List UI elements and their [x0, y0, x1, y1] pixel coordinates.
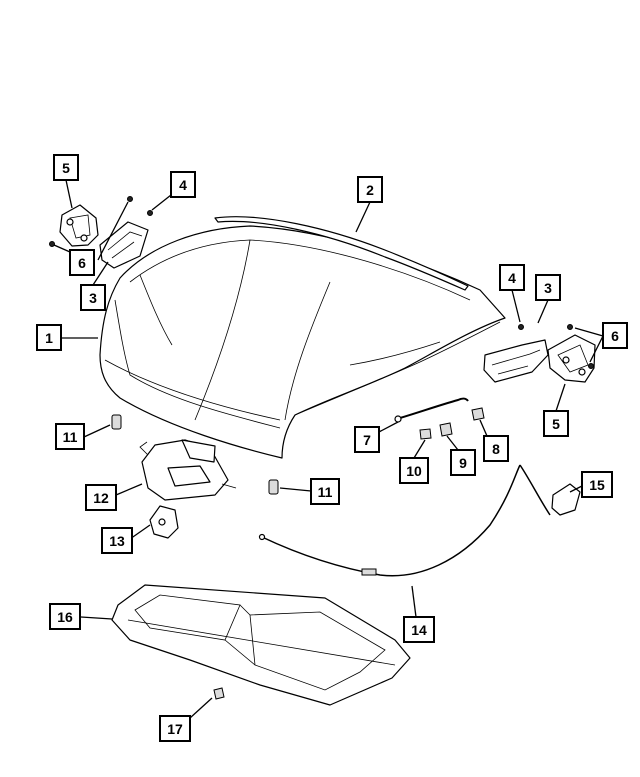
- callout-8: 8: [483, 435, 509, 462]
- right-bolt-6a: [567, 324, 573, 330]
- leader-lines: [53, 179, 604, 719]
- callout-12: 12: [85, 484, 117, 511]
- callout-4-left: 4: [170, 171, 196, 198]
- svg-text:12: 12: [93, 490, 109, 506]
- callout-11-upper: 11: [55, 423, 85, 450]
- left-bolt-6: [49, 241, 55, 247]
- callout-16: 16: [49, 603, 81, 630]
- svg-text:17: 17: [167, 721, 183, 737]
- callout-1: 1: [36, 324, 62, 351]
- svg-text:6: 6: [611, 328, 619, 344]
- svg-text:5: 5: [552, 416, 560, 432]
- callout-13: 13: [101, 527, 133, 554]
- hood-silencer: [111, 584, 411, 706]
- bumper-lower: [268, 479, 279, 495]
- bumper-upper: [111, 414, 122, 430]
- svg-text:11: 11: [63, 429, 78, 445]
- hood-panel: [99, 225, 506, 459]
- callout-4-right: 4: [499, 264, 525, 291]
- right-bolt-4: [518, 324, 524, 330]
- svg-text:2: 2: [366, 182, 374, 198]
- callout-2: 2: [357, 176, 383, 203]
- svg-text:9: 9: [459, 455, 467, 471]
- left-bolt-4a: [127, 196, 133, 202]
- hood-latch: [139, 439, 237, 501]
- push-clip: [213, 687, 225, 700]
- svg-text:14: 14: [411, 622, 427, 638]
- latch-striker: [149, 505, 179, 539]
- svg-text:15: 15: [589, 477, 605, 493]
- svg-text:8: 8: [492, 441, 500, 457]
- svg-text:16: 16: [57, 609, 73, 625]
- callout-9: 9: [450, 449, 476, 476]
- release-handle: [551, 483, 581, 516]
- svg-text:5: 5: [62, 160, 70, 176]
- callout-3-left: 3: [80, 284, 106, 311]
- callout-17: 17: [159, 715, 191, 742]
- callout-3-right: 3: [535, 274, 561, 301]
- release-cable: [258, 464, 551, 577]
- callout-10: 10: [399, 457, 429, 484]
- svg-text:13: 13: [109, 533, 125, 549]
- svg-text:4: 4: [508, 270, 516, 286]
- hood-seal: [214, 216, 469, 291]
- clip-8: [471, 407, 485, 421]
- callout-14: 14: [403, 616, 435, 643]
- callout-15: 15: [581, 471, 613, 498]
- left-hinge-bracket: [99, 221, 149, 269]
- callout-7: 7: [354, 426, 380, 453]
- callout-11-lower: 11: [310, 478, 340, 505]
- callout-6-right: 6: [602, 322, 628, 349]
- clip-10: [419, 428, 432, 440]
- svg-text:7: 7: [363, 432, 371, 448]
- svg-text:3: 3: [89, 290, 97, 306]
- svg-text:11: 11: [318, 484, 333, 500]
- clip-9: [439, 422, 453, 437]
- callout-5-left: 5: [53, 154, 79, 181]
- svg-text:4: 4: [179, 177, 187, 193]
- right-hinge-bracket: [483, 339, 549, 383]
- callout-5-right: 5: [543, 410, 569, 437]
- svg-text:3: 3: [544, 280, 552, 296]
- svg-text:10: 10: [406, 463, 422, 479]
- right-bolt-6b: [588, 363, 594, 369]
- right-hinge: [547, 334, 596, 383]
- left-bolt-4b: [147, 210, 153, 216]
- callout-6-left: 6: [69, 249, 95, 276]
- prop-rod: [394, 397, 469, 423]
- svg-text:6: 6: [78, 255, 86, 271]
- svg-text:1: 1: [45, 330, 53, 346]
- left-hinge: [59, 204, 99, 247]
